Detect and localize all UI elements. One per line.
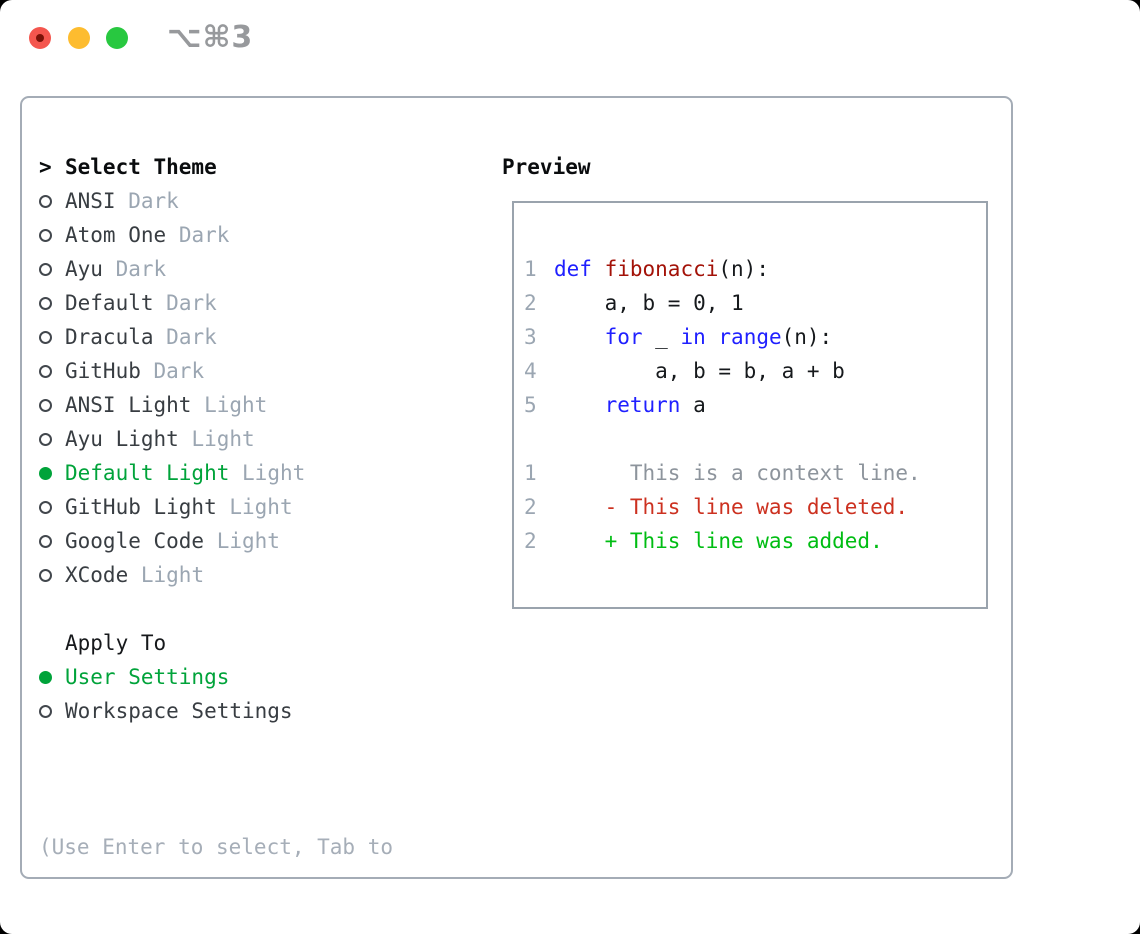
option-tag: Dark [166, 325, 217, 349]
window-title: ⌥⌘3 [167, 20, 254, 55]
apply-to-header: Apply To [39, 626, 393, 660]
option-label: ANSI Light [65, 393, 192, 417]
radio-circle-icon [39, 568, 52, 582]
blank-line [524, 422, 986, 456]
theme-option[interactable]: ANSI Light Light [39, 388, 393, 422]
theme-option[interactable]: Dracula Dark [39, 320, 393, 354]
select-theme-title: Select Theme [65, 155, 217, 179]
radio-circle-icon [39, 262, 52, 276]
option-tag: Dark [166, 291, 217, 315]
apply-to-title: Apply To [65, 631, 167, 655]
theme-option[interactable]: XCode Light [39, 558, 393, 592]
option-tag: Dark [128, 189, 179, 213]
radio-circle-icon [39, 228, 52, 242]
line-number: 1 [524, 461, 537, 485]
traffic-light-minimize-button[interactable] [68, 27, 90, 49]
option-tag: Light [204, 393, 268, 417]
radio-circle-icon [39, 704, 52, 718]
code-line: 3 for _ in range(n): [524, 325, 833, 349]
radio-circle-icon [39, 194, 52, 208]
theme-option[interactable]: Ayu Dark [39, 252, 393, 286]
line-number: 3 [524, 325, 537, 349]
option-tag: Light [191, 427, 255, 451]
option-tag: Light [216, 529, 280, 553]
diff-line: 2 - This line was deleted. [524, 495, 909, 519]
option-label: XCode [65, 563, 129, 587]
theme-option[interactable]: Atom One Dark [39, 218, 393, 252]
option-label: Google Code [65, 529, 205, 553]
select-theme-header: > Select Theme [39, 150, 393, 184]
code-line: 5 return a [524, 393, 706, 417]
option-tag: Dark [153, 359, 205, 383]
prompt-caret-icon: > [39, 155, 52, 179]
option-label: Default [65, 291, 154, 315]
option-tag: Light [242, 461, 306, 485]
option-label: Default Light [65, 461, 230, 485]
traffic-light-close-button[interactable] [29, 27, 51, 49]
line-number: 2 [524, 291, 537, 315]
option-label: GitHub [65, 359, 141, 383]
radio-circle-icon [39, 364, 52, 378]
diff-line: 1 This is a context line. [524, 461, 921, 485]
option-label: ANSI [65, 189, 116, 213]
diff-preview: 1 This is a context line. 2 - This line w… [524, 456, 986, 558]
preview-title: Preview [502, 155, 591, 179]
radio-circle-icon [39, 432, 52, 446]
line-number: 5 [524, 393, 537, 417]
radio-circle-icon [39, 500, 52, 514]
hint-text: (Use Enter to select, Tab to change focu… [39, 762, 393, 934]
option-tag: Dark [178, 223, 230, 247]
line-number: 2 [524, 529, 537, 553]
theme-option[interactable]: Default Dark [39, 286, 393, 320]
theme-option[interactable]: GitHub Light Light [39, 490, 393, 524]
theme-option[interactable]: Default Light Light [39, 456, 393, 490]
radio-circle-icon [39, 466, 52, 480]
radio-circle-icon [39, 398, 52, 412]
option-tag: Light [140, 563, 205, 587]
option-tag: Dark [115, 257, 167, 281]
option-label: Ayu [65, 257, 103, 281]
option-label: User Settings [65, 665, 230, 689]
radio-circle-icon [39, 670, 52, 684]
theme-option[interactable]: Google Code Light [39, 524, 393, 558]
code-line: 4 a, b = b, a + b [524, 359, 845, 383]
theme-option[interactable]: ANSI Dark [39, 184, 393, 218]
apply-option[interactable]: User Settings [39, 660, 393, 694]
radio-circle-icon [39, 330, 52, 344]
line-number: 4 [524, 359, 537, 383]
hint-line-1: (Use Enter to select, Tab to [39, 835, 394, 859]
apply-option[interactable]: Workspace Settings [39, 694, 393, 728]
option-label: GitHub Light [65, 495, 217, 519]
option-label: Ayu Light [65, 427, 179, 451]
line-number: 1 [524, 257, 537, 281]
traffic-light-zoom-button[interactable] [106, 27, 128, 49]
theme-option[interactable]: GitHub Dark [39, 354, 393, 388]
preview-header: Preview [502, 150, 988, 184]
record-dot-icon [36, 34, 44, 42]
option-label: Workspace Settings [65, 699, 293, 723]
line-number: 2 [524, 495, 537, 519]
diff-line: 2 + This line was added. [524, 529, 883, 553]
option-label: Dracula [65, 325, 154, 349]
code-line: 2 a, b = 0, 1 [524, 291, 744, 315]
option-label: Atom One [65, 223, 167, 247]
theme-option[interactable]: Ayu Light Light [39, 422, 393, 456]
radio-circle-icon [39, 534, 52, 548]
option-tag: Light [229, 495, 293, 519]
radio-circle-icon [39, 296, 52, 310]
